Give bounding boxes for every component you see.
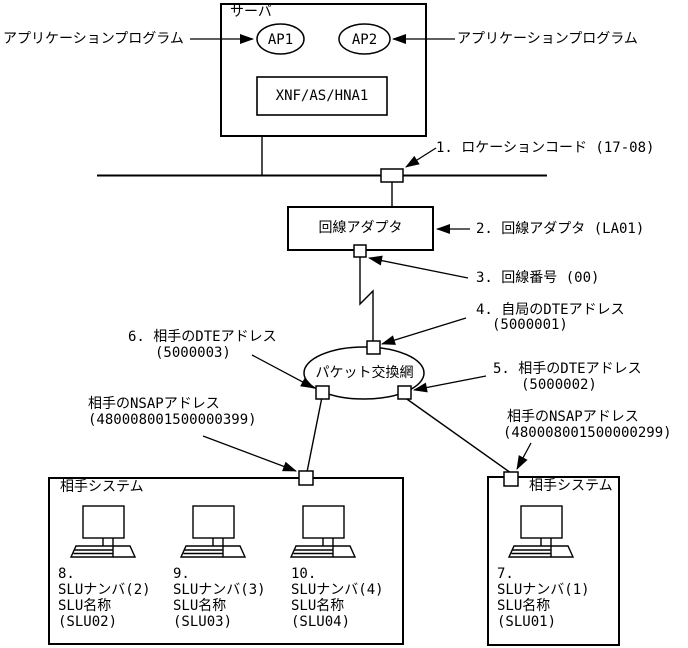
line-number-connector [353, 244, 367, 258]
slu-line: SLU名称 [291, 598, 345, 614]
slu-label-9: 9. SLUナンバ(3) SLU名称 (SLU03) [173, 566, 266, 630]
network-to-right-system-line [403, 396, 512, 474]
annotation-5-line1: 5. 相手のDTEアドレス [493, 361, 642, 377]
server-title: サーバ [230, 4, 272, 20]
slu-line: SLUナンバ(3) [173, 582, 266, 598]
computer-icon [70, 505, 136, 558]
line-adapter-label: 回線アダプタ [318, 220, 403, 236]
xnf-box [256, 76, 388, 116]
slu-line: SLU名称 [497, 598, 551, 614]
nsap-right-arrow [516, 442, 532, 470]
ap1-ellipse [256, 23, 305, 55]
annotation-4-line1: 4. 自局のDTEアドレス [476, 302, 625, 318]
app-program-label-right: アプリケーションプログラム [457, 31, 638, 47]
slu-no: 7. [497, 566, 514, 582]
annotation-1: 1. ロケーションコード (17-08) [436, 140, 655, 156]
annotation-5-line2: (5000002) [521, 377, 597, 393]
nsap-right-line2: (480008001500000299) [503, 425, 672, 441]
telephone-line-zigzag [359, 257, 374, 341]
remote-system-right-box [487, 476, 620, 646]
slu-label-7: 7. SLUナンバ(1) SLU名称 (SLU01) [497, 566, 590, 630]
ap1-label: AP1 [267, 32, 294, 48]
nsap-left-line1: 相手のNSAPアドレス [88, 396, 220, 412]
slu-no: 9. [173, 566, 190, 582]
computer-icon [180, 505, 246, 558]
annotation-6-line2: (5000003) [155, 345, 231, 361]
remote-right-title: 相手システム [529, 478, 613, 494]
slu-line: (SLU02) [58, 614, 118, 630]
slu-no: 8. [58, 566, 75, 582]
nsap-right-connector [503, 471, 519, 487]
slu-line: (SLU01) [497, 614, 557, 630]
remote-left-title: 相手システム [60, 479, 144, 495]
n1-arrow [405, 147, 437, 168]
server-box [220, 3, 427, 137]
annotation-4-line2: (5000001) [492, 317, 568, 333]
own-dte-connector [366, 340, 381, 355]
nsap-left-connector [298, 470, 314, 486]
xnf-label: XNF/AS/HNA1 [275, 88, 369, 104]
slu-line: SLUナンバ(1) [497, 582, 590, 598]
peer-dte-left-connector [315, 385, 330, 400]
remote-system-left-box [48, 477, 404, 645]
packet-network-ellipse [303, 346, 425, 400]
slu-line: SLU名称 [58, 598, 112, 614]
annotation-6-line1: 6. 相手のDTEアドレス [128, 329, 277, 345]
packet-network-label: パケット交換網 [315, 365, 414, 381]
nsap-left-arrow [202, 435, 297, 472]
nsap-left-line2: (480008001500000399) [88, 412, 257, 428]
slu-label-8: 8. SLUナンバ(2) SLU名称 (SLU02) [58, 566, 151, 630]
annotation-arrows [190, 34, 532, 472]
location-code-connector [380, 168, 404, 183]
peer-dte-right-connector [397, 385, 412, 400]
slu-no: 10. [291, 566, 317, 582]
slu-line: (SLU04) [291, 614, 351, 630]
annotation-2: 2. 回線アダプタ (LA01) [476, 221, 645, 237]
n4-arrow [381, 317, 467, 345]
computer-icon [290, 505, 356, 558]
slu-line: SLUナンバ(2) [58, 582, 151, 598]
n6-arrow [251, 354, 315, 389]
slu-line: SLUナンバ(4) [291, 582, 384, 598]
annotation-3: 3. 回線番号 (00) [476, 270, 600, 286]
slu-label-10: 10. SLUナンバ(4) SLU名称 (SLU04) [291, 566, 384, 630]
ap2-ellipse [338, 23, 391, 55]
computer-icon [508, 505, 574, 558]
app-program-label-left: アプリケーションプログラム [3, 31, 184, 47]
network-to-left-system-line [306, 396, 323, 473]
nsap-right-line1: 相手のNSAPアドレス [507, 409, 639, 425]
n3-arrow [368, 255, 469, 279]
n5-arrow [413, 375, 487, 393]
slu-line: (SLU03) [173, 614, 233, 630]
ap2-label: AP2 [351, 32, 378, 48]
slu-line: SLU名称 [173, 598, 227, 614]
